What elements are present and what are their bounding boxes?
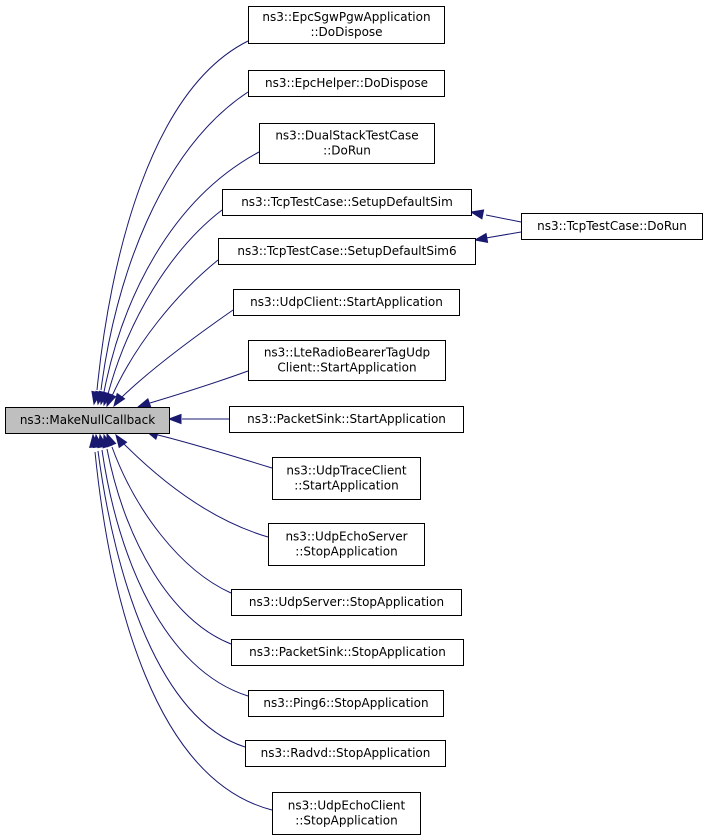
node-box bbox=[233, 289, 460, 316]
edge-line bbox=[103, 151, 260, 393]
node-label-line: ns3::TcpTestCase::SetupDefaultSim bbox=[241, 195, 453, 209]
edge-n7-root bbox=[136, 370, 249, 408]
node-box bbox=[218, 238, 476, 265]
node-box bbox=[272, 792, 421, 835]
node-label-line: ::StopApplication bbox=[295, 814, 397, 828]
caller-node-n4[interactable]: ns3::TcpTestCase::SetupDefaultSim bbox=[222, 189, 472, 216]
edge-n4-root bbox=[102, 209, 223, 407]
arrowhead-icon bbox=[106, 392, 117, 408]
caller-node-n11[interactable]: ns3::UdpServer::StopApplication bbox=[231, 589, 462, 616]
node-label-line: ns3::Radvd::StopApplication bbox=[261, 746, 431, 760]
edge-n1-root bbox=[91, 40, 249, 406]
node-label-line: ::StartApplication bbox=[294, 479, 398, 493]
arrowhead-icon bbox=[89, 433, 100, 448]
caller-node-n16[interactable]: ns3::TcpTestCase::DoRun bbox=[521, 213, 703, 240]
edge-line bbox=[111, 259, 219, 397]
edge-n8-root bbox=[167, 413, 229, 425]
arrowhead-icon bbox=[115, 433, 128, 449]
caller-node-n6[interactable]: ns3::UdpClient::StartApplication bbox=[233, 289, 460, 316]
edge-line bbox=[100, 91, 249, 391]
node-box bbox=[222, 189, 472, 216]
edge-n15-root bbox=[89, 433, 273, 811]
caller-node-n7[interactable]: ns3::LteRadioBearerTagUdpClient::StartAp… bbox=[248, 340, 446, 381]
node-label-line: ns3::UdpEchoServer bbox=[285, 530, 407, 544]
edge-n6-root bbox=[113, 309, 234, 408]
node-label-line: ::DoRun bbox=[323, 144, 371, 158]
node-label-line: ns3::UdpServer::StopApplication bbox=[249, 595, 444, 609]
edge-n10-root bbox=[115, 433, 269, 538]
edge-line bbox=[111, 446, 232, 594]
edge-n14-root bbox=[92, 433, 246, 748]
node-label-line: ns3::UdpEchoClient bbox=[288, 799, 406, 813]
node-label-line: ::StopApplication bbox=[295, 545, 397, 559]
node-box bbox=[231, 589, 462, 616]
arrowhead-icon bbox=[473, 232, 489, 244]
edge-line bbox=[485, 214, 522, 223]
caller-node-n15[interactable]: ns3::UdpEchoClient::StopApplication bbox=[272, 792, 421, 835]
node-label-line: ns3::LteRadioBearerTagUdp bbox=[264, 346, 430, 360]
edge-line bbox=[101, 449, 249, 697]
edge-line bbox=[107, 209, 223, 395]
node-box bbox=[231, 639, 464, 666]
caller-node-n9[interactable]: ns3::UdpTraceClient::StartApplication bbox=[272, 457, 421, 500]
arrowhead-icon bbox=[113, 392, 126, 408]
caller-node-n2[interactable]: ns3::EpcHelper::DoDispose bbox=[248, 70, 445, 97]
node-box bbox=[272, 457, 421, 500]
node-label-line: ns3::EpcHelper::DoDispose bbox=[265, 76, 428, 90]
node-box bbox=[268, 523, 425, 566]
nodes-layer: ns3::MakeNullCallback ns3::EpcSgwPgwAppli… bbox=[5, 6, 703, 835]
node-box bbox=[5, 407, 170, 434]
node-label-line: ns3::Ping6::StopApplication bbox=[263, 696, 428, 710]
edge-line bbox=[485, 231, 522, 239]
node-label-line: ns3::PacketSink::StartApplication bbox=[247, 412, 446, 426]
node-box bbox=[248, 690, 444, 717]
arrowhead-icon bbox=[136, 397, 152, 408]
edge-line bbox=[96, 40, 249, 391]
edge-line bbox=[94, 451, 273, 811]
edge-n16-n5 bbox=[473, 231, 522, 244]
caller-node-n1[interactable]: ns3::EpcSgwPgwApplication::DoDispose bbox=[248, 6, 445, 44]
edge-line bbox=[97, 450, 246, 748]
node-label-line: ns3::PacketSink::StopApplication bbox=[249, 645, 446, 659]
caller-node-n14[interactable]: ns3::Radvd::StopApplication bbox=[245, 740, 446, 767]
node-label-line: Client::StartApplication bbox=[277, 361, 416, 375]
node-box bbox=[248, 6, 445, 44]
node-label-line: ns3::TcpTestCase::SetupDefaultSim6 bbox=[237, 244, 456, 258]
edge-n16-n4 bbox=[469, 209, 522, 223]
edge-line bbox=[121, 309, 234, 398]
caller-node-n3[interactable]: ns3::DualStackTestCase::DoRun bbox=[259, 123, 435, 164]
caller-node-n8[interactable]: ns3::PacketSink::StartApplication bbox=[229, 406, 464, 433]
node-label-line: ns3::MakeNullCallback bbox=[20, 413, 155, 427]
root-node[interactable]: ns3::MakeNullCallback bbox=[5, 407, 170, 434]
node-box bbox=[521, 213, 703, 240]
edge-line bbox=[106, 448, 232, 645]
node-box bbox=[248, 340, 446, 381]
arrowhead-icon bbox=[167, 413, 182, 425]
edge-line bbox=[149, 370, 249, 404]
caller-node-n12[interactable]: ns3::PacketSink::StopApplication bbox=[231, 639, 464, 666]
caller-node-n10[interactable]: ns3::UdpEchoServer::StopApplication bbox=[268, 523, 425, 566]
node-label-line: ns3::UdpClient::StartApplication bbox=[250, 295, 443, 309]
node-box bbox=[248, 70, 445, 97]
node-box bbox=[229, 406, 464, 433]
node-label-line: ns3::TcpTestCase::DoRun bbox=[537, 219, 687, 233]
caller-node-n5[interactable]: ns3::TcpTestCase::SetupDefaultSim6 bbox=[218, 238, 476, 265]
edge-line bbox=[157, 434, 273, 469]
node-label-line: ns3::EpcSgwPgwApplication bbox=[262, 10, 430, 24]
node-label-line: ns3::DualStackTestCase bbox=[275, 129, 418, 143]
edge-line bbox=[123, 443, 269, 538]
node-box bbox=[259, 123, 435, 164]
caller-node-n13[interactable]: ns3::Ping6::StopApplication bbox=[248, 690, 444, 717]
edge-n9-root bbox=[144, 430, 273, 469]
node-label-line: ::DoDispose bbox=[310, 25, 382, 39]
arrowhead-icon bbox=[469, 209, 485, 220]
node-label-line: ns3::UdpTraceClient bbox=[286, 464, 406, 478]
edge-n5-root bbox=[106, 259, 219, 408]
node-box bbox=[245, 740, 446, 767]
